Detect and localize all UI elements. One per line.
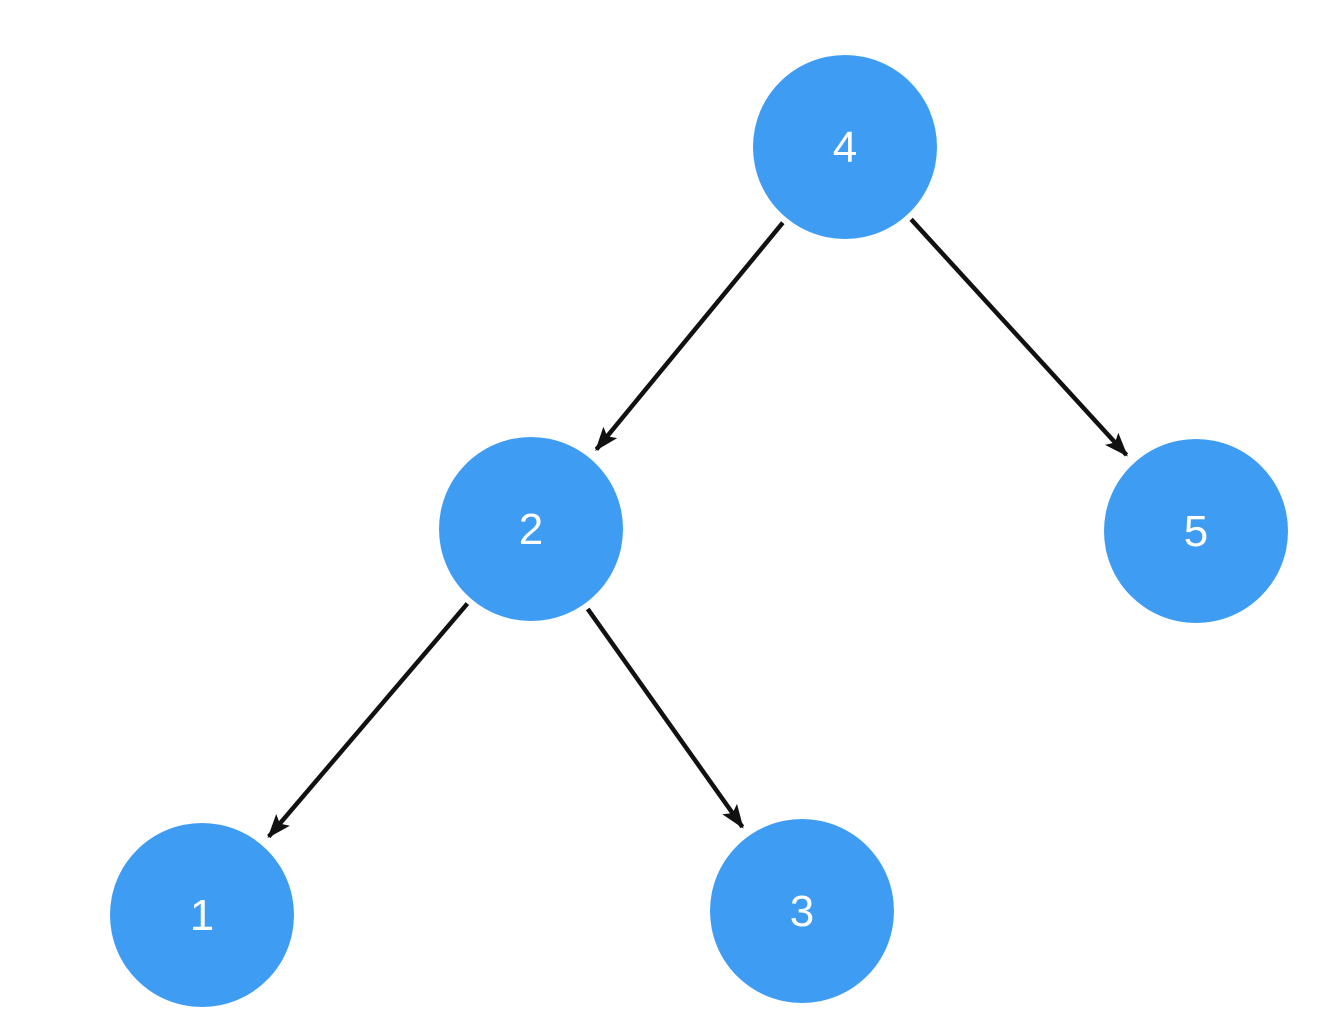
tree-node-label-3: 3 xyxy=(790,887,814,936)
tree-node-circle-5 xyxy=(1104,439,1288,623)
tree-node-5: 5 xyxy=(1104,439,1288,623)
tree-node-1: 1 xyxy=(110,823,294,1007)
tree-edge-2-to-3 xyxy=(585,607,745,829)
tree-node-circle-4 xyxy=(753,55,937,239)
tree-edge-4-to-5 xyxy=(909,217,1129,457)
tree-node-circle-3 xyxy=(710,819,894,1003)
tree-node-2: 2 xyxy=(439,437,623,621)
tree-node-label-2: 2 xyxy=(519,505,543,554)
tree-node-label-1: 1 xyxy=(190,891,214,940)
tree-edge-2-to-1 xyxy=(267,602,470,839)
tree-node-label-4: 4 xyxy=(833,123,857,172)
tree-node-3: 3 xyxy=(710,819,894,1003)
tree-node-label-5: 5 xyxy=(1184,507,1208,556)
tree-node-4: 4 xyxy=(753,55,937,239)
tree-node-circle-2 xyxy=(439,437,623,621)
tree-node-circle-1 xyxy=(110,823,294,1007)
tree-edge-4-to-2 xyxy=(594,221,785,451)
